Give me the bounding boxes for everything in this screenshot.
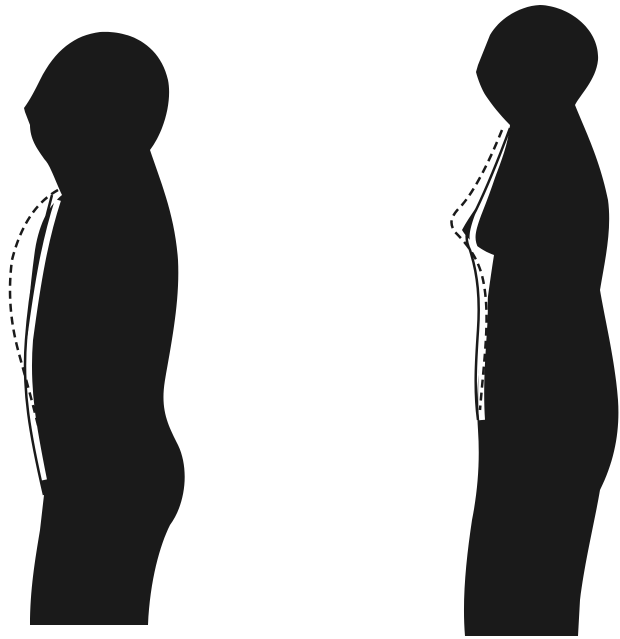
- right-figure: [451, 5, 618, 636]
- left-figure: [10, 32, 185, 625]
- left-silhouette: [24, 32, 185, 625]
